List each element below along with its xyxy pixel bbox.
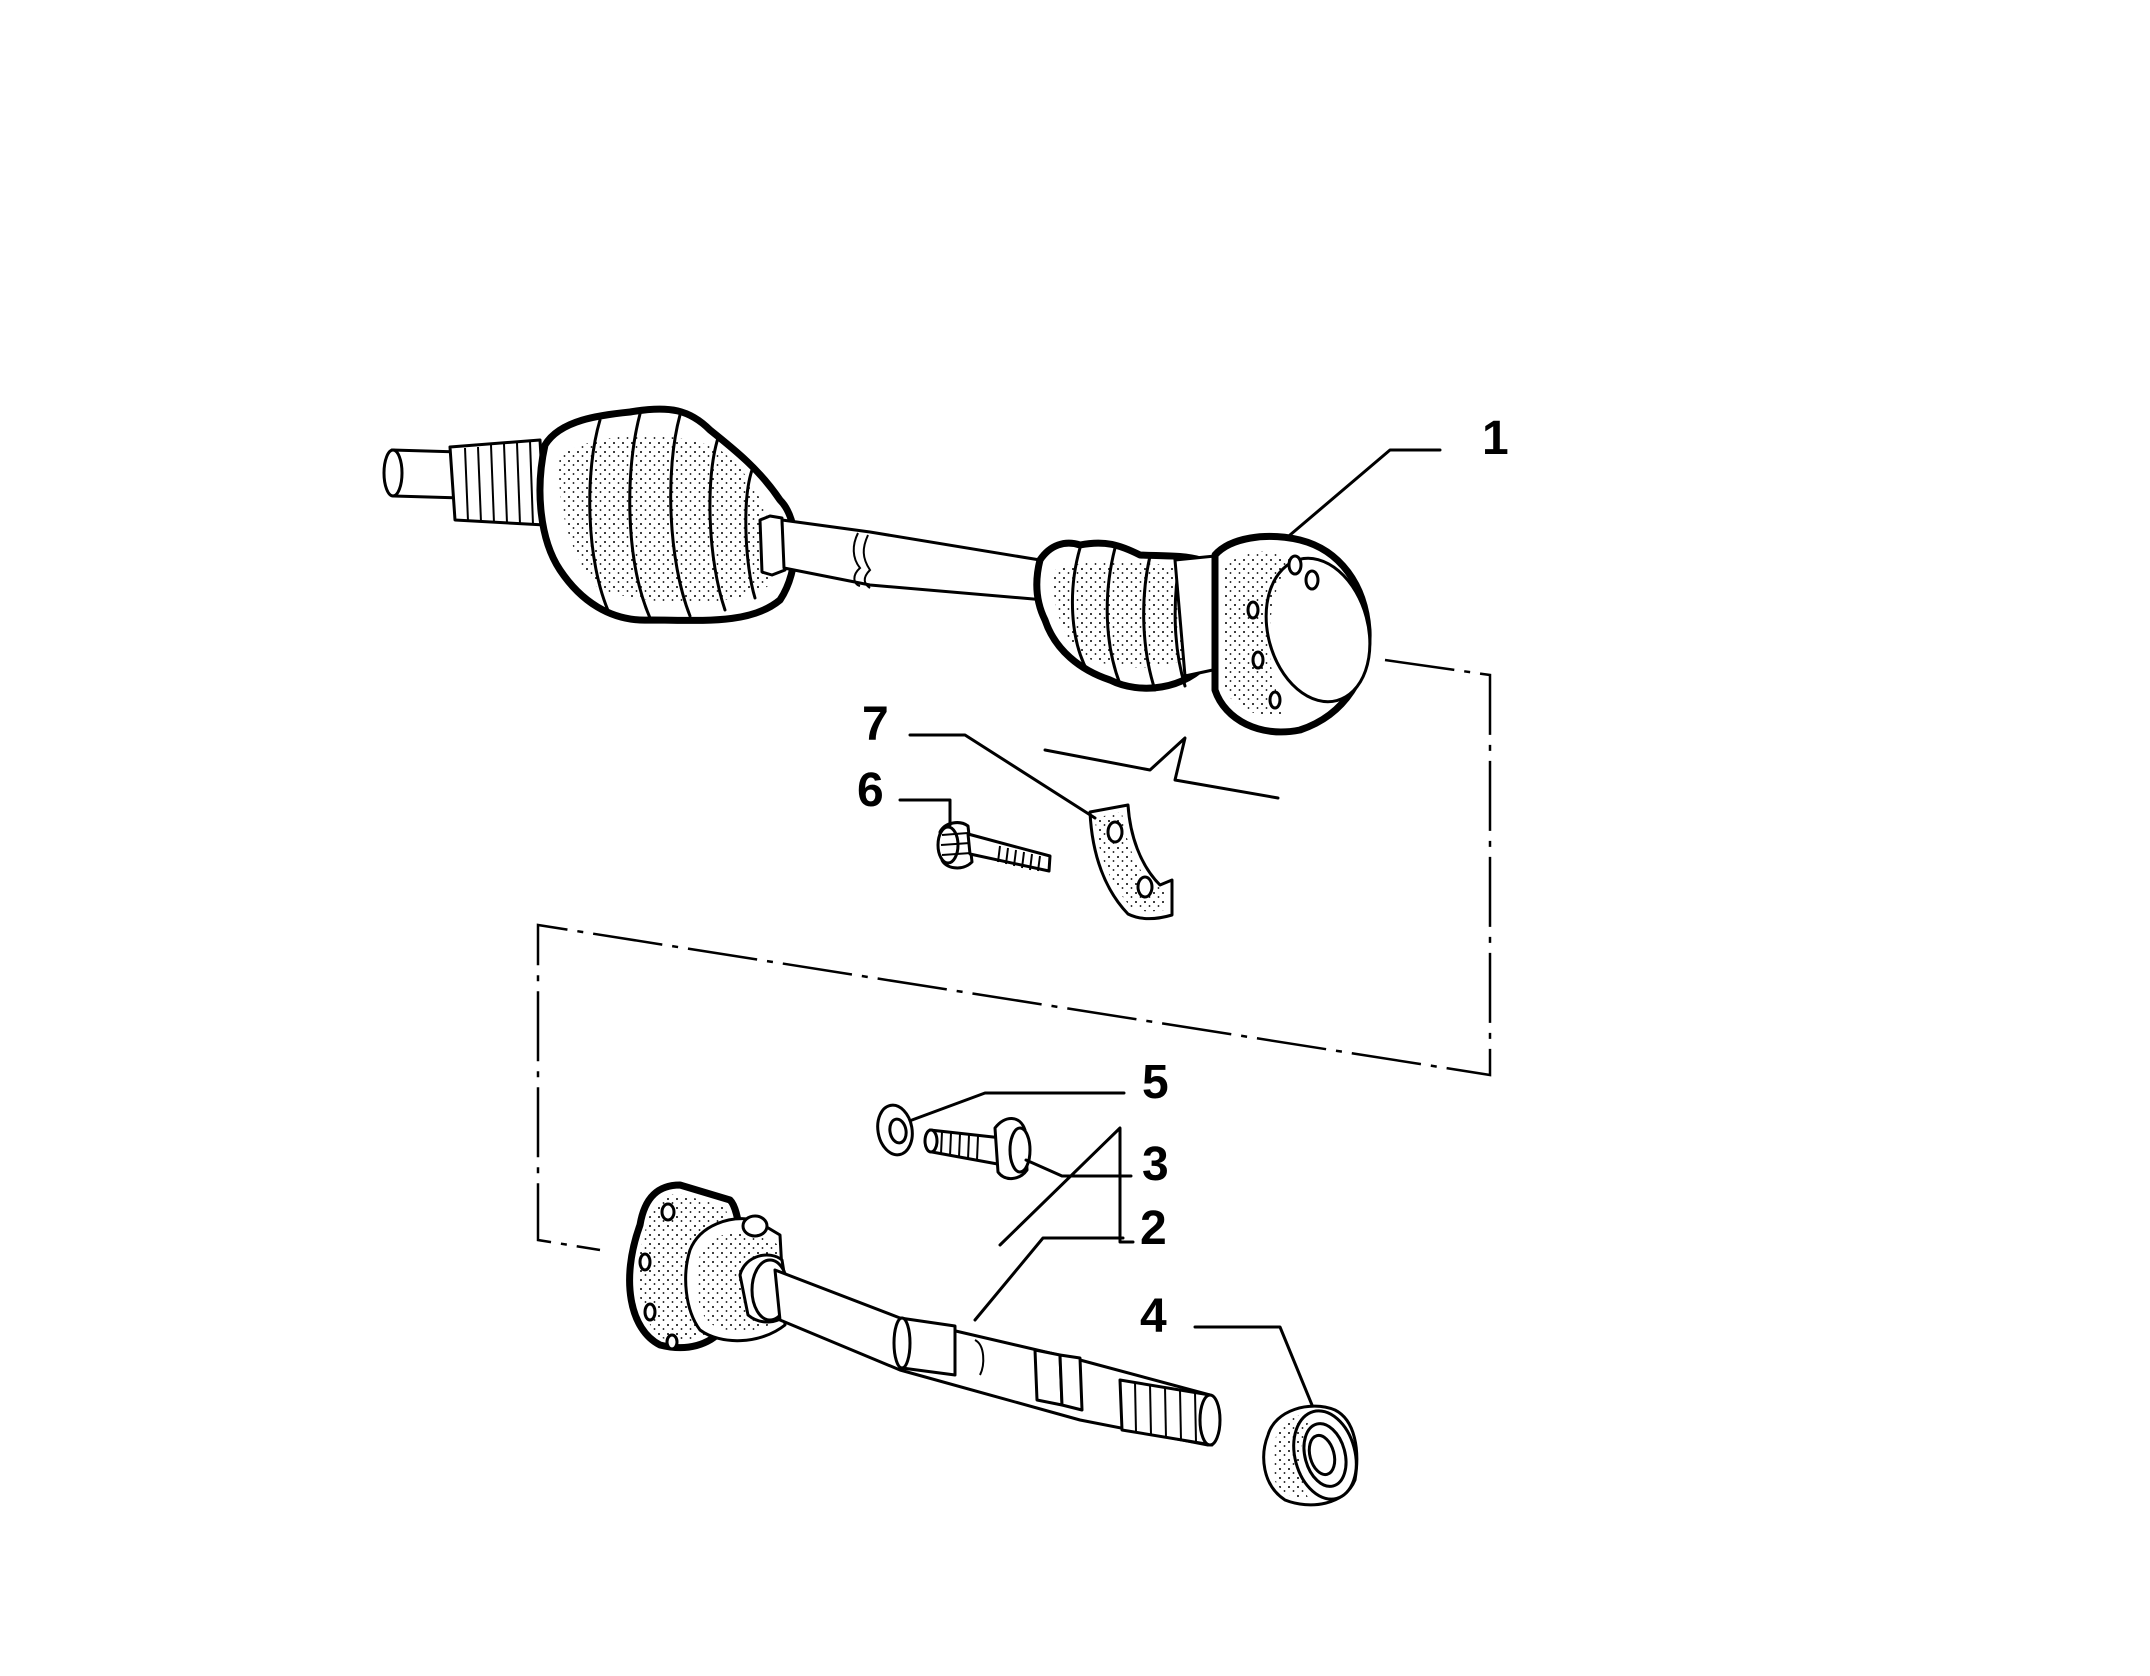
screw-icon[interactable] [936,821,1052,873]
callout-6: 6 [857,764,884,817]
washer-icon[interactable] [874,1102,916,1157]
bearing-seal-icon[interactable] [1262,1404,1366,1507]
leader-lines [898,448,1442,1407]
intermediate-shaft-icon[interactable] [626,1181,1222,1447]
inner-spline-stub [382,438,547,527]
outer-joint-housing [1211,533,1372,736]
callout-3: 3 [1142,1138,1169,1191]
shaft-body [773,1268,1222,1447]
retaining-plate-icon[interactable] [1088,803,1174,921]
callout-5: 5 [1142,1056,1169,1109]
callout-7: 7 [862,698,889,751]
callout-1: 1 [1482,412,1509,465]
axle-shaft [758,514,1047,602]
drive-shaft-assembly-icon[interactable] [382,405,1385,736]
bolt-icon[interactable] [923,1117,1032,1180]
callout-2: 2 [1140,1202,1167,1255]
outer-cv-boot [1033,539,1224,692]
inner-cv-boot [536,405,799,624]
assembly-guide-lines [536,658,1492,1252]
callout-4: 4 [1140,1290,1167,1343]
callout-labels: 1 2 3 4 5 6 7 [857,412,1509,1343]
